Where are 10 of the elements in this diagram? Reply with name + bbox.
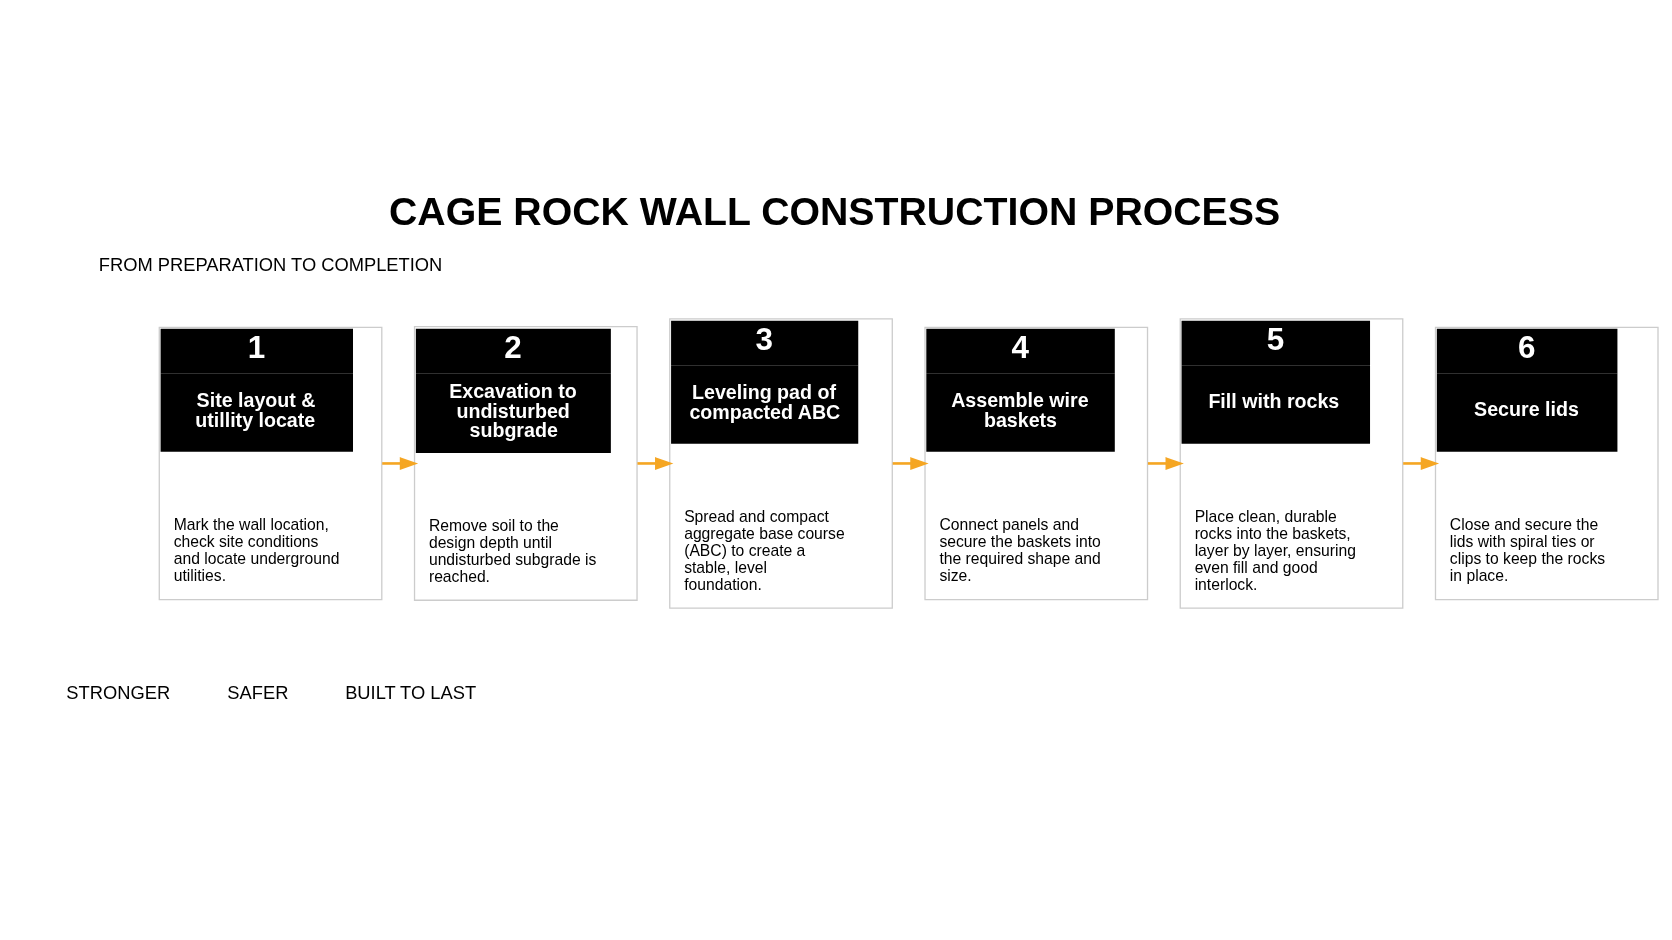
diagram-title: CAGE ROCK WALL CONSTRUCTION PROCESS (389, 188, 1281, 233)
label: STRONGER (66, 682, 171, 704)
arrow (637, 457, 674, 470)
label: SAFER (227, 682, 289, 704)
arrow (1147, 457, 1184, 470)
label: FROM PREPARATION TO COMPLETION (98, 254, 443, 276)
arrow (1403, 457, 1440, 470)
arrow (892, 457, 929, 470)
arrow (382, 457, 419, 470)
label: BUILT TO LAST (345, 682, 477, 704)
